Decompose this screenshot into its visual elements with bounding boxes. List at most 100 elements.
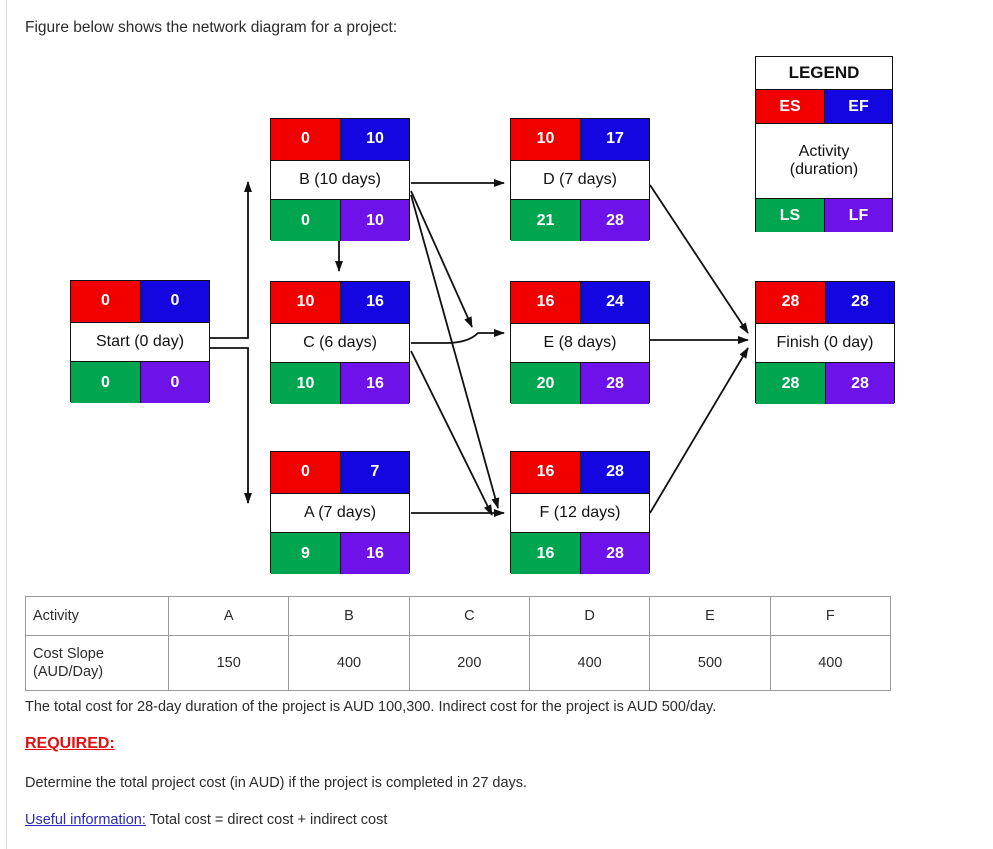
node-c-label: C (6 days) bbox=[271, 323, 409, 363]
node-d-lf: 28 bbox=[580, 200, 649, 241]
intro-text: Figure below shows the network diagram f… bbox=[25, 19, 398, 36]
node-a-ls: 9 bbox=[271, 533, 340, 574]
determine-text: Determine the total project cost (in AUD… bbox=[25, 775, 528, 791]
table-row-cost-slope: Cost Slope (AUD/Day) 150 400 200 400 500… bbox=[25, 635, 892, 691]
node-c-ef: 16 bbox=[340, 282, 409, 323]
node-b-ls: 0 bbox=[271, 200, 340, 241]
legend-title: LEGEND bbox=[756, 57, 892, 90]
legend-box: LEGEND ES EF Activity (duration) LS LF bbox=[755, 56, 893, 232]
node-d-label: D (7 days) bbox=[511, 160, 649, 200]
node-c-late-row: 10 16 bbox=[271, 362, 409, 404]
node-finish-ef: 28 bbox=[825, 282, 894, 323]
legend-ls: LS bbox=[756, 199, 824, 232]
node-e-es: 16 bbox=[511, 282, 580, 323]
node-f-ls: 16 bbox=[511, 533, 580, 574]
node-f[interactable]: 16 28 F (12 days) 16 28 bbox=[510, 451, 650, 574]
table-cell-cost-0: 150 bbox=[167, 635, 290, 691]
node-start-late-row: 0 0 bbox=[71, 361, 209, 403]
node-f-early-row: 16 28 bbox=[511, 452, 649, 494]
legend-lf: LF bbox=[824, 199, 892, 232]
node-start-early-row: 0 0 bbox=[71, 281, 209, 323]
node-f-lf: 28 bbox=[580, 533, 649, 574]
node-finish[interactable]: 28 28 Finish (0 day) 28 28 bbox=[755, 281, 895, 404]
node-finish-early-row: 28 28 bbox=[756, 282, 894, 324]
node-f-ef: 28 bbox=[580, 452, 649, 493]
node-a-ef: 7 bbox=[340, 452, 409, 493]
node-b-late-row: 0 10 bbox=[271, 199, 409, 241]
table-cell-cost-5: 400 bbox=[769, 635, 892, 691]
node-d-ls: 21 bbox=[511, 200, 580, 241]
legend-ef: EF bbox=[824, 90, 892, 123]
node-a-es: 0 bbox=[271, 452, 340, 493]
node-d-early-row: 10 17 bbox=[511, 119, 649, 161]
node-c-ls: 10 bbox=[271, 363, 340, 404]
node-b-ef: 10 bbox=[340, 119, 409, 160]
table-cell-activity-5: F bbox=[769, 596, 892, 636]
node-start[interactable]: 0 0 Start (0 day) 0 0 bbox=[70, 280, 210, 403]
node-finish-lf: 28 bbox=[825, 363, 894, 404]
legend-late-row: LS LF bbox=[756, 199, 892, 232]
node-c-lf: 16 bbox=[340, 363, 409, 404]
node-finish-es: 28 bbox=[756, 282, 825, 323]
table-header-cost-slope-line1: Cost Slope bbox=[33, 645, 104, 662]
node-d-ef: 17 bbox=[580, 119, 649, 160]
node-a-lf: 16 bbox=[340, 533, 409, 574]
node-c-early-row: 10 16 bbox=[271, 282, 409, 324]
node-f-label: F (12 days) bbox=[511, 493, 649, 533]
node-e-lf: 28 bbox=[580, 363, 649, 404]
network-diagram: 0 0 Start (0 day) 0 0 0 10 B (10 days) 0… bbox=[0, 45, 993, 590]
table-cell-activity-1: B bbox=[288, 596, 410, 636]
useful-information-label: Useful information: bbox=[25, 812, 146, 828]
table-cell-cost-1: 400 bbox=[288, 635, 410, 691]
node-start-es: 0 bbox=[71, 281, 140, 322]
legend-es: ES bbox=[756, 90, 824, 123]
table-cell-activity-2: C bbox=[408, 596, 530, 636]
node-e-early-row: 16 24 bbox=[511, 282, 649, 324]
table-cell-activity-3: D bbox=[528, 596, 651, 636]
table-cell-cost-4: 500 bbox=[649, 635, 771, 691]
node-a-label: A (7 days) bbox=[271, 493, 409, 533]
node-start-ls: 0 bbox=[71, 362, 140, 403]
node-e[interactable]: 16 24 E (8 days) 20 28 bbox=[510, 281, 650, 404]
table-header-cost-slope: Cost Slope (AUD/Day) bbox=[25, 635, 169, 691]
node-a-late-row: 9 16 bbox=[271, 532, 409, 574]
node-d-es: 10 bbox=[511, 119, 580, 160]
node-c[interactable]: 10 16 C (6 days) 10 16 bbox=[270, 281, 410, 404]
required-heading: REQUIRED: bbox=[25, 735, 115, 752]
node-b-lf: 10 bbox=[340, 200, 409, 241]
node-finish-ls: 28 bbox=[756, 363, 825, 404]
node-d[interactable]: 10 17 D (7 days) 21 28 bbox=[510, 118, 650, 241]
legend-activity-line2: (duration) bbox=[789, 161, 859, 178]
node-c-es: 10 bbox=[271, 282, 340, 323]
page-left-rule bbox=[6, 0, 7, 849]
table-cell-cost-2: 200 bbox=[408, 635, 530, 691]
node-finish-late-row: 28 28 bbox=[756, 362, 894, 404]
useful-information-line: Useful information: Total cost = direct … bbox=[25, 812, 387, 828]
node-finish-label: Finish (0 day) bbox=[756, 323, 894, 363]
node-e-label: E (8 days) bbox=[511, 323, 649, 363]
legend-activity-line1: Activity bbox=[798, 142, 850, 160]
cost-slope-table: Activity A B C D E F Cost Slope (AUD/Day… bbox=[25, 596, 892, 691]
legend-early-row: ES EF bbox=[756, 90, 892, 124]
table-header-activity: Activity bbox=[25, 596, 169, 636]
node-d-late-row: 21 28 bbox=[511, 199, 649, 241]
table-cell-cost-3: 400 bbox=[528, 635, 651, 691]
node-b-label: B (10 days) bbox=[271, 160, 409, 200]
node-b-early-row: 0 10 bbox=[271, 119, 409, 161]
node-b[interactable]: 0 10 B (10 days) 0 10 bbox=[270, 118, 410, 241]
node-f-late-row: 16 28 bbox=[511, 532, 649, 574]
diagram-arrows bbox=[210, 179, 749, 517]
node-start-lf: 0 bbox=[140, 362, 209, 403]
legend-activity: Activity (duration) bbox=[756, 124, 892, 199]
node-e-late-row: 20 28 bbox=[511, 362, 649, 404]
node-f-es: 16 bbox=[511, 452, 580, 493]
node-a[interactable]: 0 7 A (7 days) 9 16 bbox=[270, 451, 410, 574]
node-start-label: Start (0 day) bbox=[71, 322, 209, 362]
total-cost-text: The total cost for 28-day duration of th… bbox=[25, 699, 717, 715]
table-cell-activity-4: E bbox=[649, 596, 771, 636]
table-row-activity: Activity A B C D E F bbox=[25, 596, 892, 636]
node-e-ef: 24 bbox=[580, 282, 649, 323]
useful-information-body: Total cost = direct cost + indirect cost bbox=[145, 812, 388, 828]
node-b-es: 0 bbox=[271, 119, 340, 160]
